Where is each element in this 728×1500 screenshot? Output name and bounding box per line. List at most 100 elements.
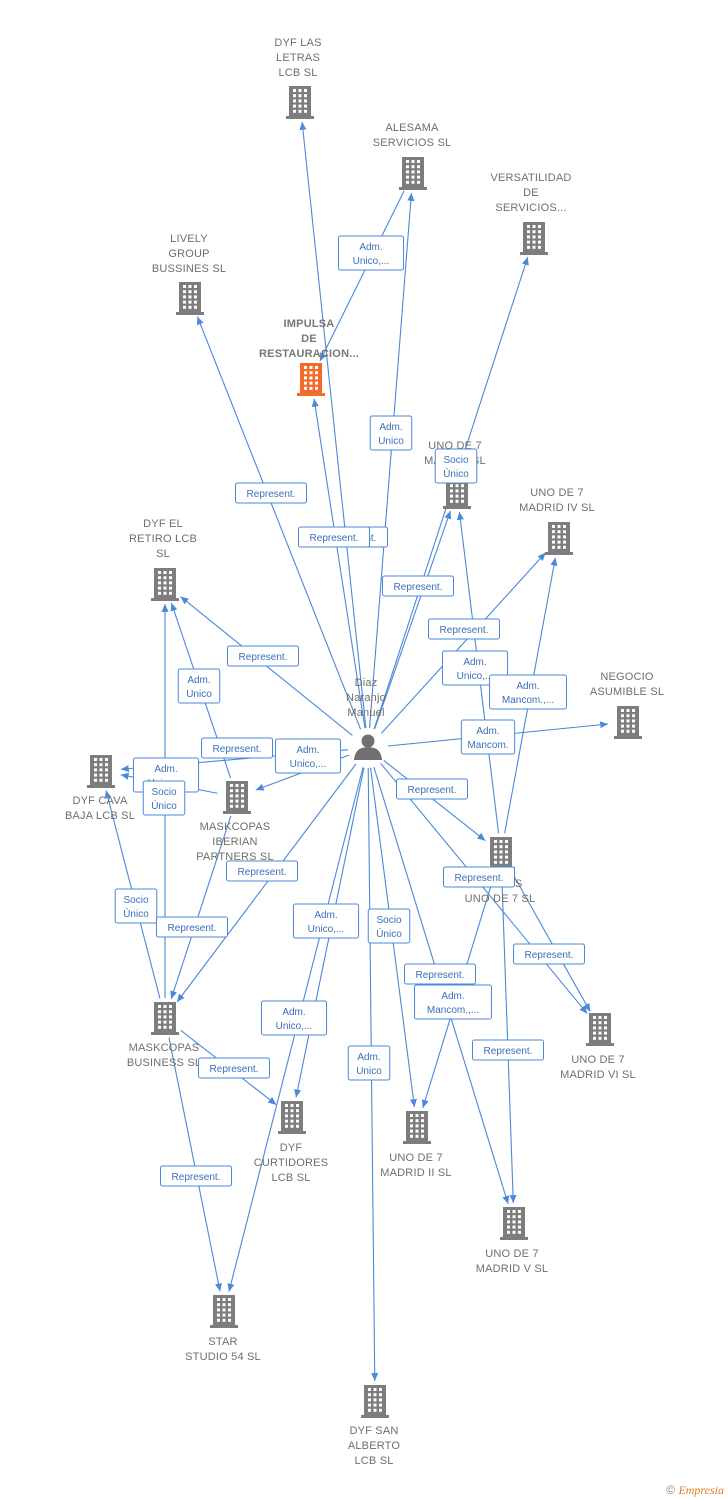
- edge-label[interactable]: Represent.: [298, 526, 370, 548]
- edge-label[interactable]: Adm.Unico,...: [274, 738, 342, 774]
- edge-label-text: Represent.: [172, 1172, 221, 1183]
- edge-person-to-alesama: [369, 192, 415, 729]
- edge-label-text: Unico: [186, 689, 212, 700]
- edge-label[interactable]: Adm.Mancom.,...: [489, 674, 567, 710]
- node-label-line: SERVICIOS SL: [373, 137, 452, 149]
- node-label-line: VERSATILIDAD: [490, 172, 571, 184]
- node-label-line: BAJA LCB SL: [65, 810, 135, 822]
- edge-person-to-uno7_iv: [381, 552, 546, 734]
- edge-label-text: Represent.: [484, 1046, 533, 1057]
- edge-label-text: Socio: [123, 895, 148, 906]
- edge-label[interactable]: Represent.: [513, 943, 585, 965]
- edge-label[interactable]: Represent.: [404, 963, 476, 985]
- node-label-line: STAR: [208, 1336, 237, 1348]
- edge-label[interactable]: Represent.: [382, 575, 454, 597]
- edge-label-text: Adm.: [359, 242, 382, 253]
- edge-label-text: Socio: [376, 915, 401, 926]
- company-node-impulsa[interactable]: IMPULSADERESTAURACION...: [259, 318, 359, 396]
- building-icon: [487, 837, 515, 870]
- node-label-line: BUSINESS SL: [127, 1057, 201, 1069]
- edge-label[interactable]: Adm.Unico,...: [292, 903, 360, 939]
- edge-label[interactable]: Represent.: [472, 1039, 544, 1061]
- edge-label-text: Adm.: [314, 910, 337, 921]
- building-icon: [399, 157, 427, 190]
- edge-label[interactable]: Adm.Unico: [177, 668, 221, 704]
- edge-label[interactable]: Adm.Mancom.: [460, 719, 516, 755]
- edge-label[interactable]: Represent.: [428, 618, 500, 640]
- edge-label-text: Único: [151, 799, 177, 812]
- edge-label-text: Represent.: [247, 489, 296, 500]
- edge-label-text: Adm.: [476, 726, 499, 737]
- copyright-symbol: ©: [666, 1483, 676, 1497]
- node-label-line: RETIRO LCB: [129, 533, 197, 545]
- edge-label[interactable]: Adm.Unico: [369, 415, 413, 451]
- company-node-versatilidad[interactable]: VERSATILIDADDESERVICIOS...: [490, 172, 571, 255]
- edge-label-text: Único: [376, 927, 402, 940]
- footer-credit: © Empresia: [666, 1483, 724, 1498]
- node-label-line: IBERIAN: [212, 836, 257, 848]
- building-icon: [500, 1207, 528, 1240]
- edge-label[interactable]: Adm.Mancom.,...: [414, 984, 492, 1020]
- edge-label-text: Unico: [356, 1066, 382, 1077]
- edge-label[interactable]: Represent.: [235, 482, 307, 504]
- edge-maskcopas_bus-to-star: [168, 1037, 222, 1292]
- brand-logo[interactable]: Empresia: [678, 1483, 724, 1497]
- node-label-line: LCB SL: [278, 67, 317, 79]
- edge-maskcopas_ib-to-maskcopas_bus: [170, 815, 232, 1000]
- edge-label-text: Represent.: [310, 533, 359, 544]
- edge-label-text: Adm.: [154, 764, 177, 775]
- edge-person-to-lively: [196, 316, 362, 730]
- edge-label[interactable]: Represent.: [198, 1057, 270, 1079]
- building-icon: [151, 1002, 179, 1035]
- edge-iberias-to-uno7_v: [501, 872, 517, 1204]
- node-label-line: Diaz: [355, 677, 378, 689]
- node-label-line: RESTAURACION...: [259, 348, 359, 360]
- edge-label[interactable]: Adm.Unico,...: [260, 1000, 328, 1036]
- edge-label[interactable]: Represent.: [160, 1165, 232, 1187]
- edge-label[interactable]: Represent.: [396, 778, 468, 800]
- node-label-line: MASKCOPAS: [200, 821, 271, 833]
- node-label-line: Naranjo: [346, 692, 386, 704]
- edge-label[interactable]: Adm.Unico,...: [337, 235, 405, 271]
- building-icon: [586, 1013, 614, 1046]
- edge-label[interactable]: Represent.: [201, 737, 273, 759]
- edge-label-text: Mancom.,...: [427, 1005, 479, 1016]
- node-label-line: UNO DE 7: [485, 1248, 539, 1260]
- edge-label[interactable]: Represent.: [443, 866, 515, 888]
- company-node-maskcopas_ib[interactable]: MASKCOPAS IBERIAN PARTNERS SL: [196, 781, 274, 863]
- building-icon: [520, 222, 548, 255]
- edge-label-text: Represent.: [416, 970, 465, 981]
- edge-label[interactable]: Represent.: [227, 645, 299, 667]
- building-icon: [176, 282, 204, 315]
- node-label-line: PARTNERS SL: [196, 851, 274, 863]
- edge-label-text: Represent.: [213, 744, 262, 755]
- edge-label[interactable]: Adm.Unico: [347, 1045, 391, 1081]
- edge-label[interactable]: Represent.: [226, 860, 298, 882]
- building-icon: [403, 1111, 431, 1144]
- node-label-line: DE: [523, 187, 539, 199]
- edge-label[interactable]: Represent.: [156, 916, 228, 938]
- node-label-line: LETRAS: [276, 52, 320, 64]
- node-label-line: ASUMIBLE SL: [590, 686, 664, 698]
